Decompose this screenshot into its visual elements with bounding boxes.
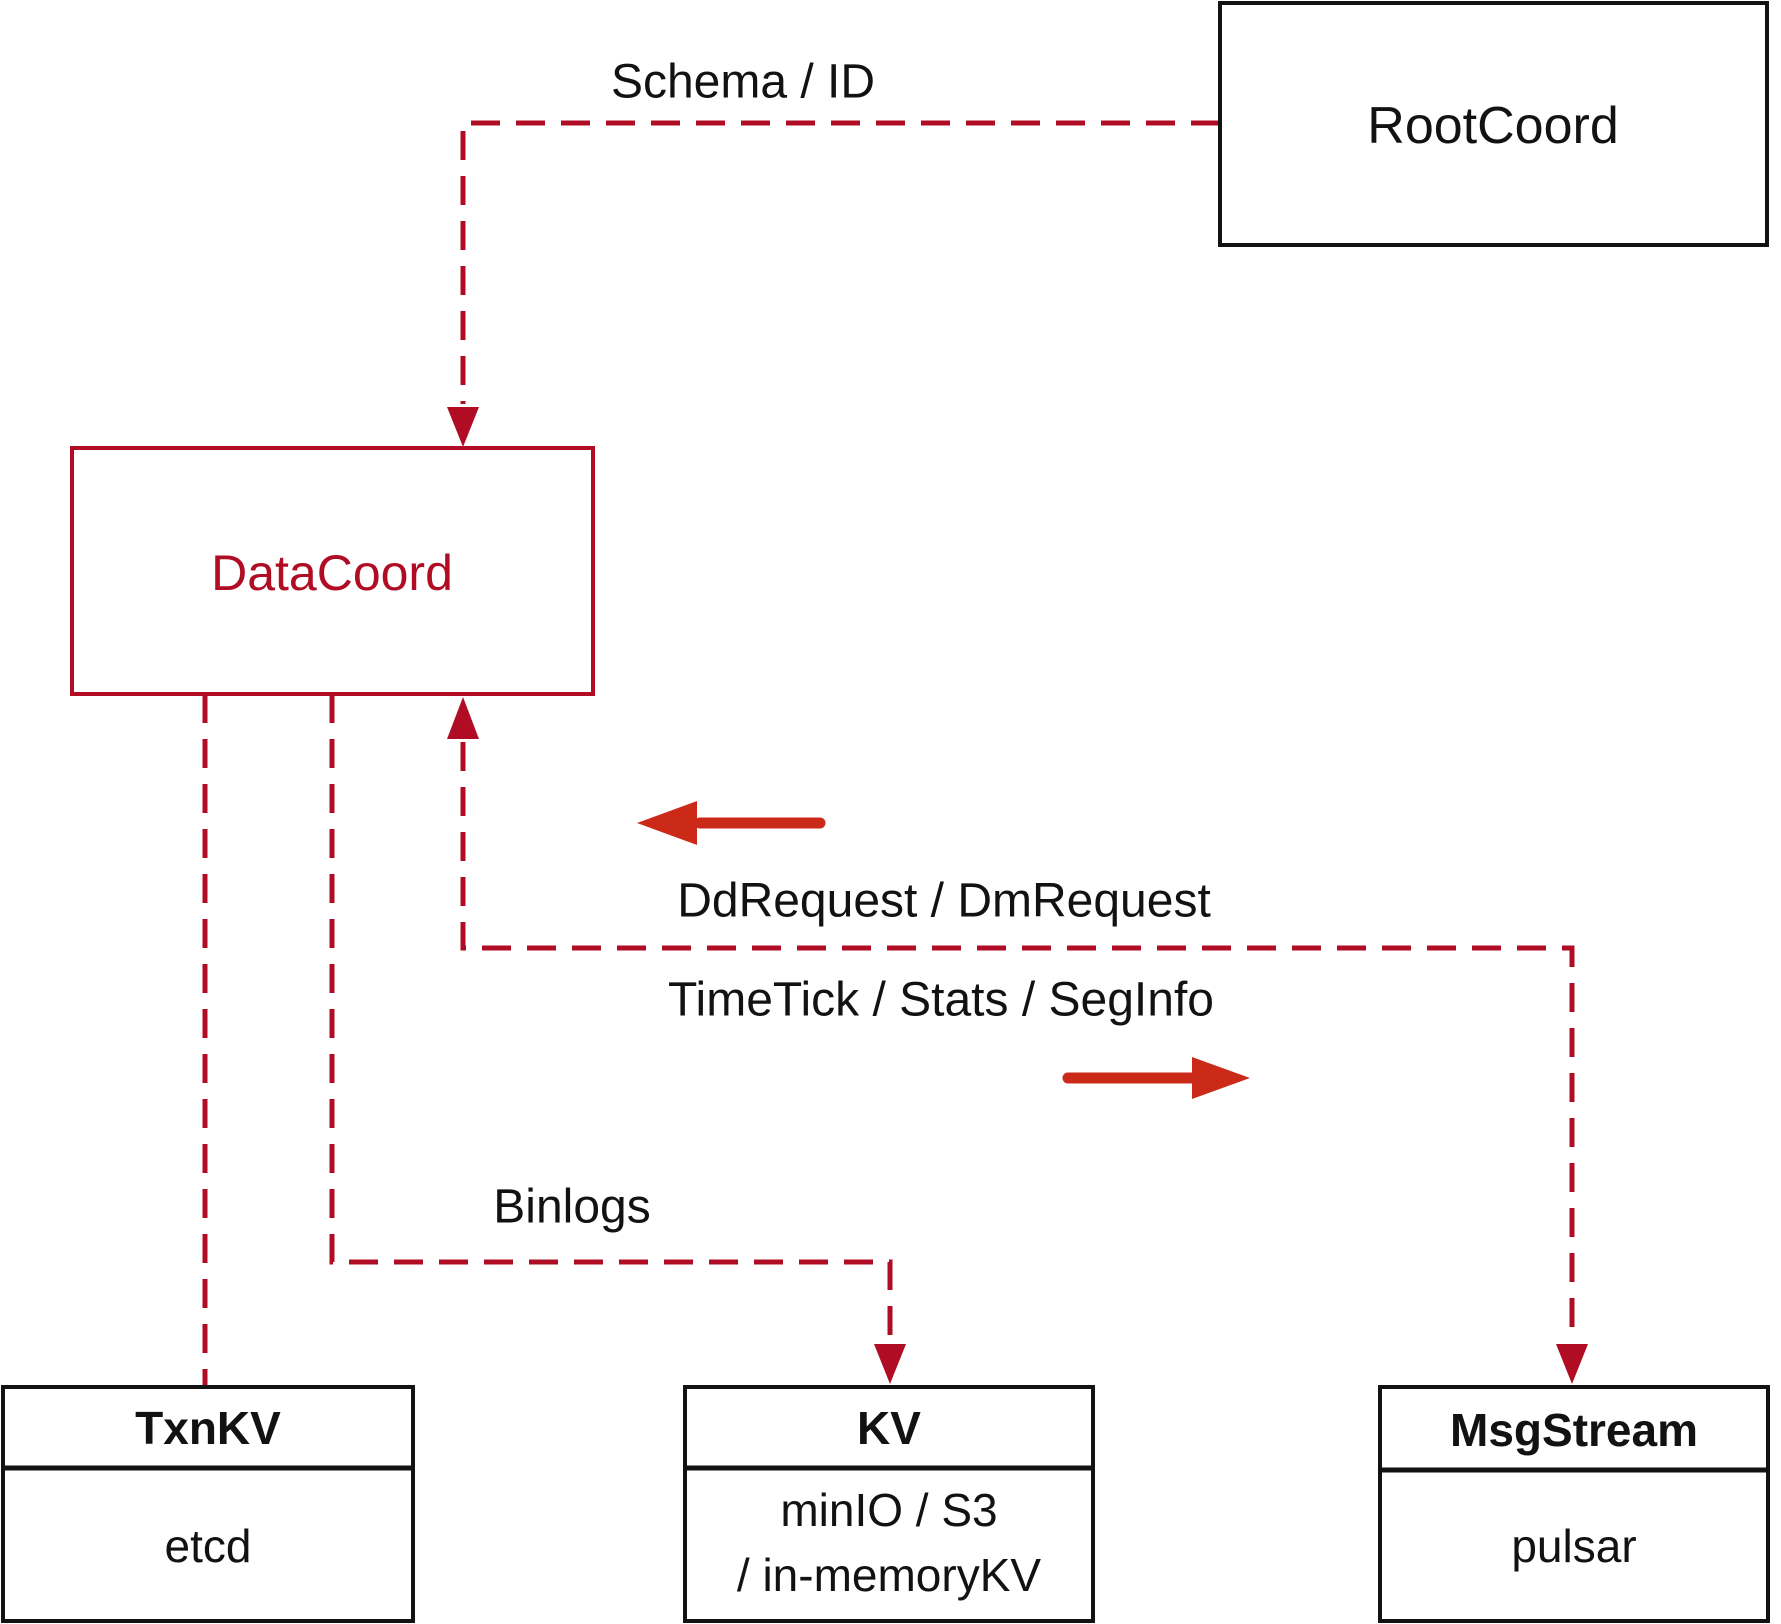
arrowhead-down-kv-top [874,1344,906,1384]
edge-schema-id [460,120,1220,404]
kv-body-line1: minIO / S3 [780,1484,997,1536]
flow-arrow-left [637,801,826,845]
kv-body-line2: / in-memoryKV [737,1549,1041,1601]
flow-arrow-right-head [1192,1057,1250,1099]
msgstream-box [1378,1385,1770,1623]
arrowhead-up-datacoord-bottom [447,697,479,739]
edge-label-ddrequest: DdRequest / DmRequest [677,875,1211,928]
edge-label-schema-id: Schema / ID [611,56,875,109]
node-kv: KV minIO / S3 / in-memoryKV [683,1385,1095,1623]
edge-ddrequest-timetick [460,742,1575,1340]
msgstream-body: pulsar [1511,1520,1636,1572]
edge-binlogs [329,694,893,1340]
rootcoord-label: RootCoord [1367,97,1618,155]
flow-arrow-right [1062,1057,1250,1099]
edge-label-binlogs: Binlogs [493,1181,650,1234]
datacoord-label: DataCoord [211,545,453,601]
flow-arrow-left-head [637,801,697,845]
node-msgstream: MsgStream pulsar [1378,1385,1770,1623]
kv-box [683,1385,1095,1623]
rootcoord-box [1218,1,1769,247]
txnkv-body: etcd [165,1520,252,1572]
arrowhead-down-datacoord-top [447,407,479,447]
node-txnkv: TxnKV etcd [1,1385,415,1623]
msgstream-title: MsgStream [1450,1404,1698,1456]
edge-label-timetick: TimeTick / Stats / SegInfo [668,974,1214,1027]
datacoord-box [70,446,595,696]
arrowhead-down-msgstream-top [1556,1344,1588,1384]
kv-title: KV [857,1402,921,1454]
txnkv-title: TxnKV [135,1402,281,1454]
node-datacoord: DataCoord [70,446,595,696]
node-rootcoord: RootCoord [1218,1,1769,247]
txnkv-box [1,1385,415,1623]
